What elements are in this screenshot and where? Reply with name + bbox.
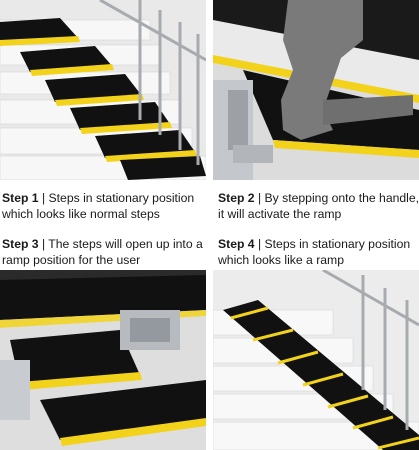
step-4-separator: | [254, 237, 265, 251]
step-1-label: Step 1 [2, 191, 39, 205]
step-3-separator: | [38, 237, 49, 251]
step-1-image [0, 0, 206, 180]
step-1-separator: | [38, 191, 49, 205]
step-1-caption: Step 1 | Steps in stationary position wh… [2, 190, 194, 222]
step-4-caption: Step 4 | Steps in stationary position wh… [218, 236, 410, 268]
step-1-line1: Steps in stationary position [48, 191, 195, 205]
step-2-image [213, 0, 419, 180]
step-4-label: Step 4 [218, 237, 255, 251]
step-3-line1: The steps will open up into a [48, 237, 203, 251]
step-2-caption: Step 2 | By stepping onto the handle, it… [218, 190, 419, 222]
step-2-label: Step 2 [218, 191, 255, 205]
step-1-line2: which looks like normal steps [2, 207, 160, 221]
step-4-image [213, 270, 419, 450]
step-2-line1: By stepping onto the handle, [264, 191, 419, 205]
step-2-separator: | [254, 191, 265, 205]
step-3-caption: Step 3 | The steps will open up into a r… [2, 236, 203, 268]
step-4-line2: which looks like a ramp [218, 253, 344, 267]
step-3-image [0, 270, 206, 450]
step-3-label: Step 3 [2, 237, 39, 251]
step-2-line2: it will activate the ramp [218, 207, 342, 221]
step-4-line1: Steps in stationary position [264, 237, 411, 251]
step-3-line2: ramp position for the user [2, 253, 141, 267]
